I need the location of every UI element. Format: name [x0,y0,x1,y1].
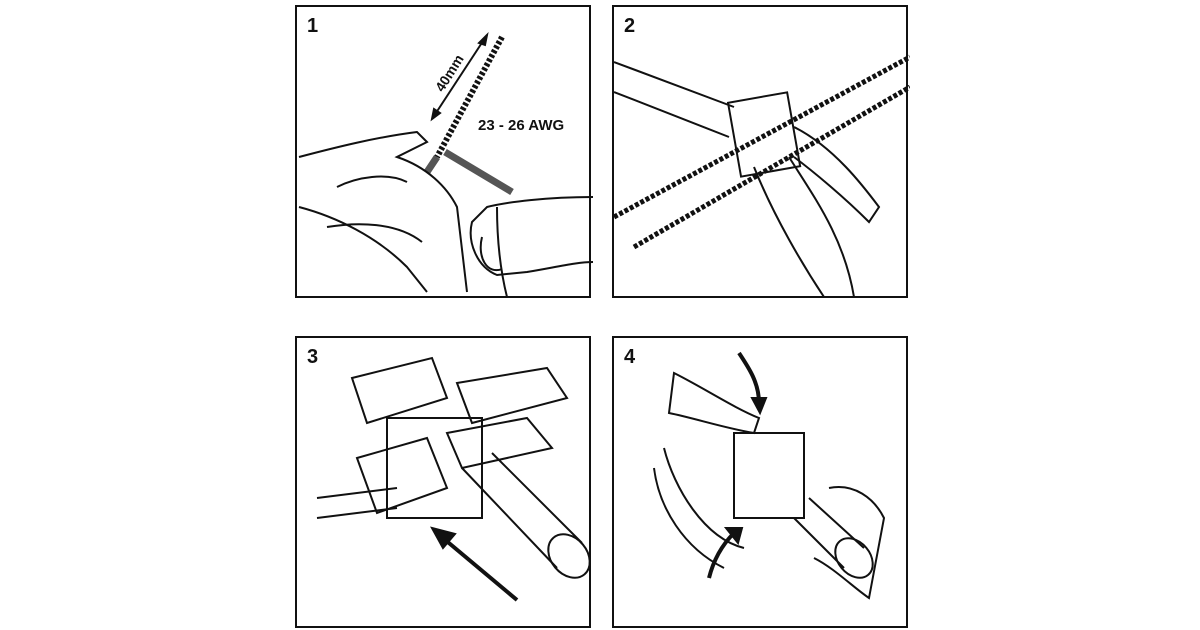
connector-body [733,432,805,519]
hands-stripping-wire-illustration [298,31,593,298]
insert-cable-into-connector-illustration [316,356,591,602]
twisted-wire-pair [434,35,505,159]
length-arrow [431,34,488,120]
cable-end [547,533,591,579]
direction-arrow [435,531,519,602]
connector-block [726,91,802,178]
press-down-arrow [737,351,761,404]
step-4-panel: 4 [612,336,908,628]
step-number: 2 [624,15,636,37]
step-number: 1 [307,15,319,37]
pliers-cutting-wires-illustration [614,54,910,298]
step-number: 3 [307,346,319,368]
wire-gauge-label: 23 - 26 AWG [478,117,565,134]
cable-end [834,537,874,579]
connector-body [386,417,483,519]
step-1-panel: 1 40mm 23 - 26 AWG [295,5,593,298]
press-connector-closed-illustration [653,351,886,600]
step-3-panel: 3 [295,336,591,628]
step-number: 4 [624,346,636,368]
press-up-arrow [707,531,736,579]
step-2-panel: 2 [612,5,910,298]
